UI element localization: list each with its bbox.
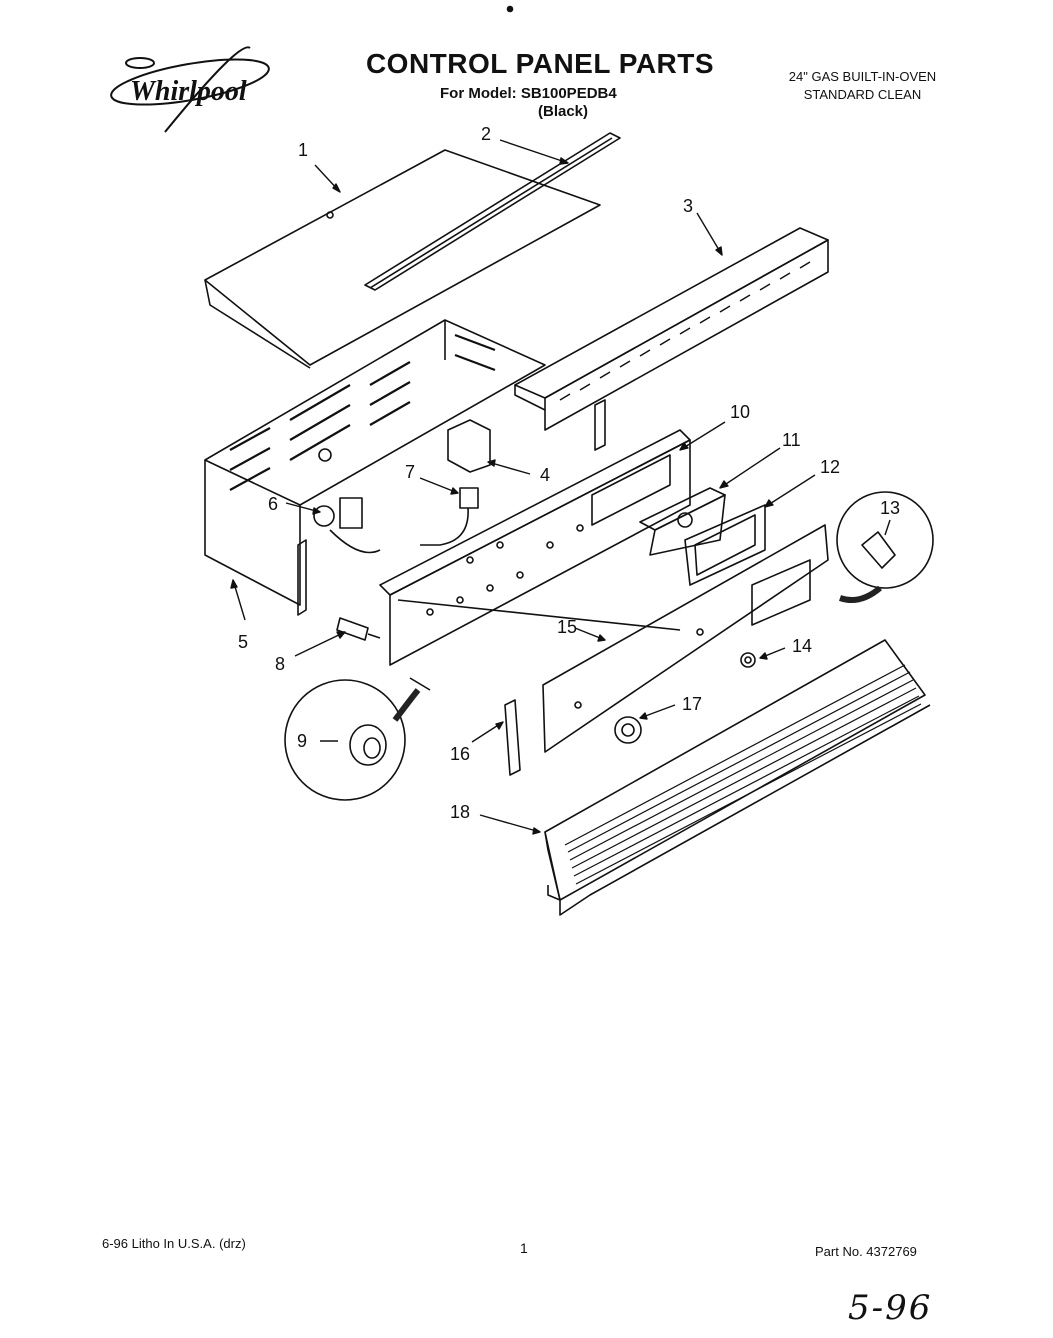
page-title: CONTROL PANEL PARTS [365,48,715,79]
product-description: 24" GAS BUILT-IN-OVEN STANDARD CLEAN [760,68,965,104]
model-line: For Model: SB100PEDB4 [440,85,617,102]
brand-logo-text: Whirlpool [130,76,247,107]
callout-4: 4 [540,465,551,485]
product-line-2: STANDARD CLEAN [803,87,922,102]
callout-11: 11 [782,430,801,450]
part-number: Part No. 4372769 [815,1244,917,1259]
part-17-knob [614,716,642,744]
page-speck [506,5,514,13]
part-16-trim [504,699,521,776]
callout-14: 14 [792,636,813,656]
callout-12: 12 [820,457,841,477]
part-7-sensor [420,487,479,546]
part-14-washer [740,652,756,668]
part-2-trim-strip [364,132,621,291]
callout-10: 10 [730,402,751,422]
callout-16: 16 [450,744,471,764]
callout-7: 7 [405,462,416,482]
callout-15: 15 [557,617,578,637]
part-13-knob-inset [836,491,934,603]
part-3-vented-rail [514,227,829,451]
callout-6: 6 [268,494,279,514]
part-10-control-bracket [379,429,691,666]
part-12-window-frame [684,504,766,586]
callout-5: 5 [238,632,249,652]
callout-18: 18 [450,802,471,822]
callout-8: 8 [275,654,286,674]
part-18-grille [544,639,931,916]
part-5-housing [204,319,546,616]
callout-13: 13 [880,498,901,518]
part-4-clip [447,419,491,473]
part-6-switch [313,497,381,554]
callout-3: 3 [683,196,694,216]
callout-2: 2 [481,124,492,144]
litho-note: 6-96 Litho In U.S.A. (drz) [102,1236,246,1251]
part-15-control-panel [397,524,829,753]
color-line: (Black) [538,103,589,120]
product-line-1: 24" GAS BUILT-IN-OVEN [788,69,937,84]
callout-9: 9 [297,731,308,751]
handwritten-date: 5-96 [848,1288,933,1328]
page-number: 1 [520,1240,528,1256]
part-9-spacer-inset [284,677,431,801]
part-11-clock [639,487,726,556]
leader-lines [230,139,891,835]
part-8-screw [336,617,381,641]
callout-1: 1 [298,140,309,160]
callout-17: 17 [682,694,703,714]
part-1-top-cover [204,149,601,369]
